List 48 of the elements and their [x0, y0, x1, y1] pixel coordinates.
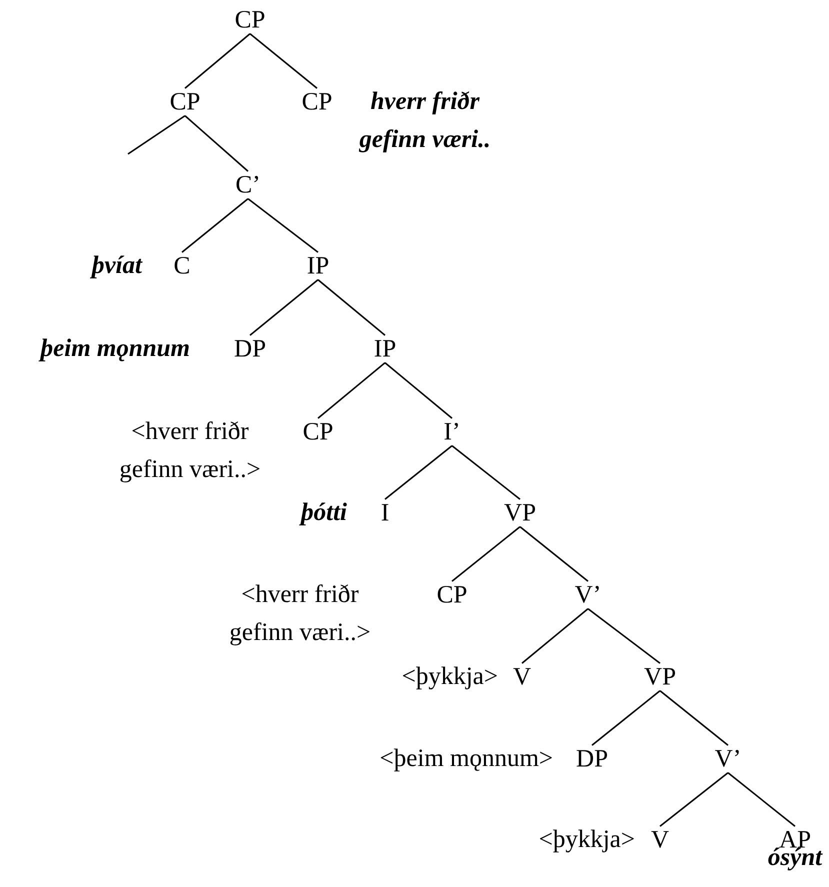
category-label: CP — [436, 581, 468, 609]
branch-line — [452, 526, 520, 582]
category-label: I’ — [444, 418, 460, 446]
branch-line — [128, 115, 186, 155]
branch-line — [318, 362, 386, 419]
category-label: V — [650, 826, 670, 854]
category-label: V’ — [574, 581, 602, 609]
category-label: IP — [374, 335, 396, 363]
category-label: C — [174, 252, 190, 280]
gloss-text: <hverr friðr gefinn væri..> — [118, 417, 262, 485]
branch-line — [384, 445, 452, 500]
branch-line — [184, 115, 248, 172]
branch-line — [522, 608, 588, 664]
branch-line — [520, 526, 588, 582]
branch-line — [248, 198, 318, 253]
branch-line — [592, 690, 660, 746]
gloss-text: <hverr friðr gefinn væri..> — [228, 580, 372, 648]
gloss-text: þótti — [301, 498, 347, 528]
branch-line — [250, 33, 318, 89]
branch-line — [660, 772, 728, 827]
branch-line — [452, 445, 520, 500]
category-label: C’ — [236, 171, 260, 199]
category-label: V’ — [714, 745, 742, 773]
branch-line — [318, 279, 386, 336]
gloss-text: <þykkja> — [402, 662, 498, 692]
branch-line — [184, 33, 250, 89]
branch-line — [182, 198, 248, 253]
gloss-text: þvíat — [92, 251, 142, 281]
category-label: I — [380, 499, 390, 527]
category-label: V — [512, 663, 532, 691]
gloss-text: þeim mǫnnum — [40, 334, 190, 364]
branch-line — [588, 608, 660, 664]
branch-line — [660, 690, 728, 746]
gloss-text: <þeim mǫnnum> — [380, 744, 553, 774]
branch-line — [384, 362, 452, 419]
category-label: DP — [234, 335, 266, 363]
category-label: DP — [576, 745, 608, 773]
gloss-text: <þykkja> — [538, 825, 635, 855]
category-label: VP — [644, 663, 676, 691]
branch-line — [728, 772, 796, 827]
category-label: CP — [234, 6, 266, 34]
category-label: VP — [504, 499, 536, 527]
category-label: CP — [302, 88, 332, 116]
category-label: CP — [302, 418, 334, 446]
gloss-text: hverr friðr gefinn væri.. — [358, 87, 492, 155]
category-label: CP — [170, 88, 200, 116]
category-label: IP — [306, 252, 330, 280]
branch-line — [250, 279, 318, 336]
